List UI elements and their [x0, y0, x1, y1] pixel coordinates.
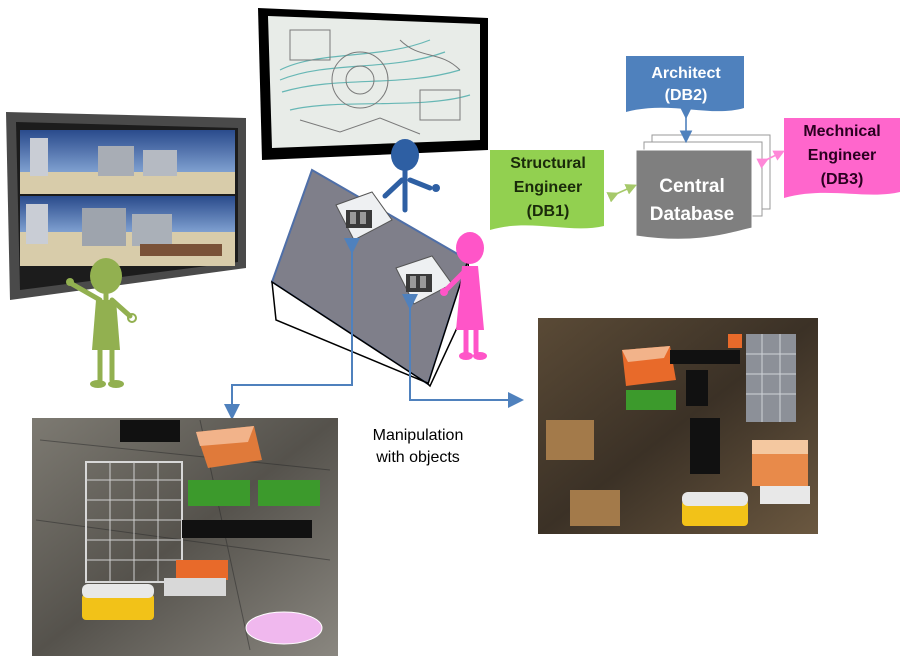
blue-figure [382, 139, 440, 213]
table-marker-left [335, 191, 393, 241]
monitor-scene-top [20, 130, 235, 194]
ar-table [270, 168, 471, 388]
mechanical-label-line3: (DB3) [821, 171, 864, 188]
architect-label-line1: Architect [651, 65, 721, 82]
structural-label-line1: Structural [510, 155, 586, 172]
structural-label-line3: (DB1) [527, 203, 570, 220]
structural-label-line2: Engineer [514, 179, 582, 196]
database-arrows [606, 106, 785, 203]
central-database-label: Central Database [650, 176, 735, 225]
structural-box [490, 150, 604, 230]
manipulation-arrows [224, 238, 524, 420]
ar-view-right [538, 318, 818, 534]
architect-box [626, 56, 744, 112]
green-figure [66, 258, 137, 388]
table-marker-right [395, 255, 453, 305]
monitor-scene-bottom [20, 196, 235, 266]
architect-label: Architect (DB2) [651, 65, 721, 104]
mechanical-label-line1: Mechnical [803, 123, 880, 140]
mechanical-label: Mechnical Engineer (DB3) [803, 123, 880, 188]
left-monitor [6, 112, 246, 300]
manipulation-label-line2: with objects [375, 449, 460, 466]
central-label-line2: Database [650, 204, 735, 225]
manipulation-label-line1: Manipulation [373, 427, 464, 444]
manipulation-label: Manipulation with objects [373, 427, 464, 466]
central-database [635, 134, 771, 240]
mechanical-label-line2: Engineer [808, 147, 876, 164]
structural-label: Structural Engineer (DB1) [510, 155, 586, 220]
top-monitor [258, 8, 488, 160]
ar-view-left [32, 418, 338, 656]
architect-label-line2: (DB2) [665, 87, 708, 104]
central-label-line1: Central [659, 176, 724, 197]
mechanical-box [784, 118, 900, 198]
